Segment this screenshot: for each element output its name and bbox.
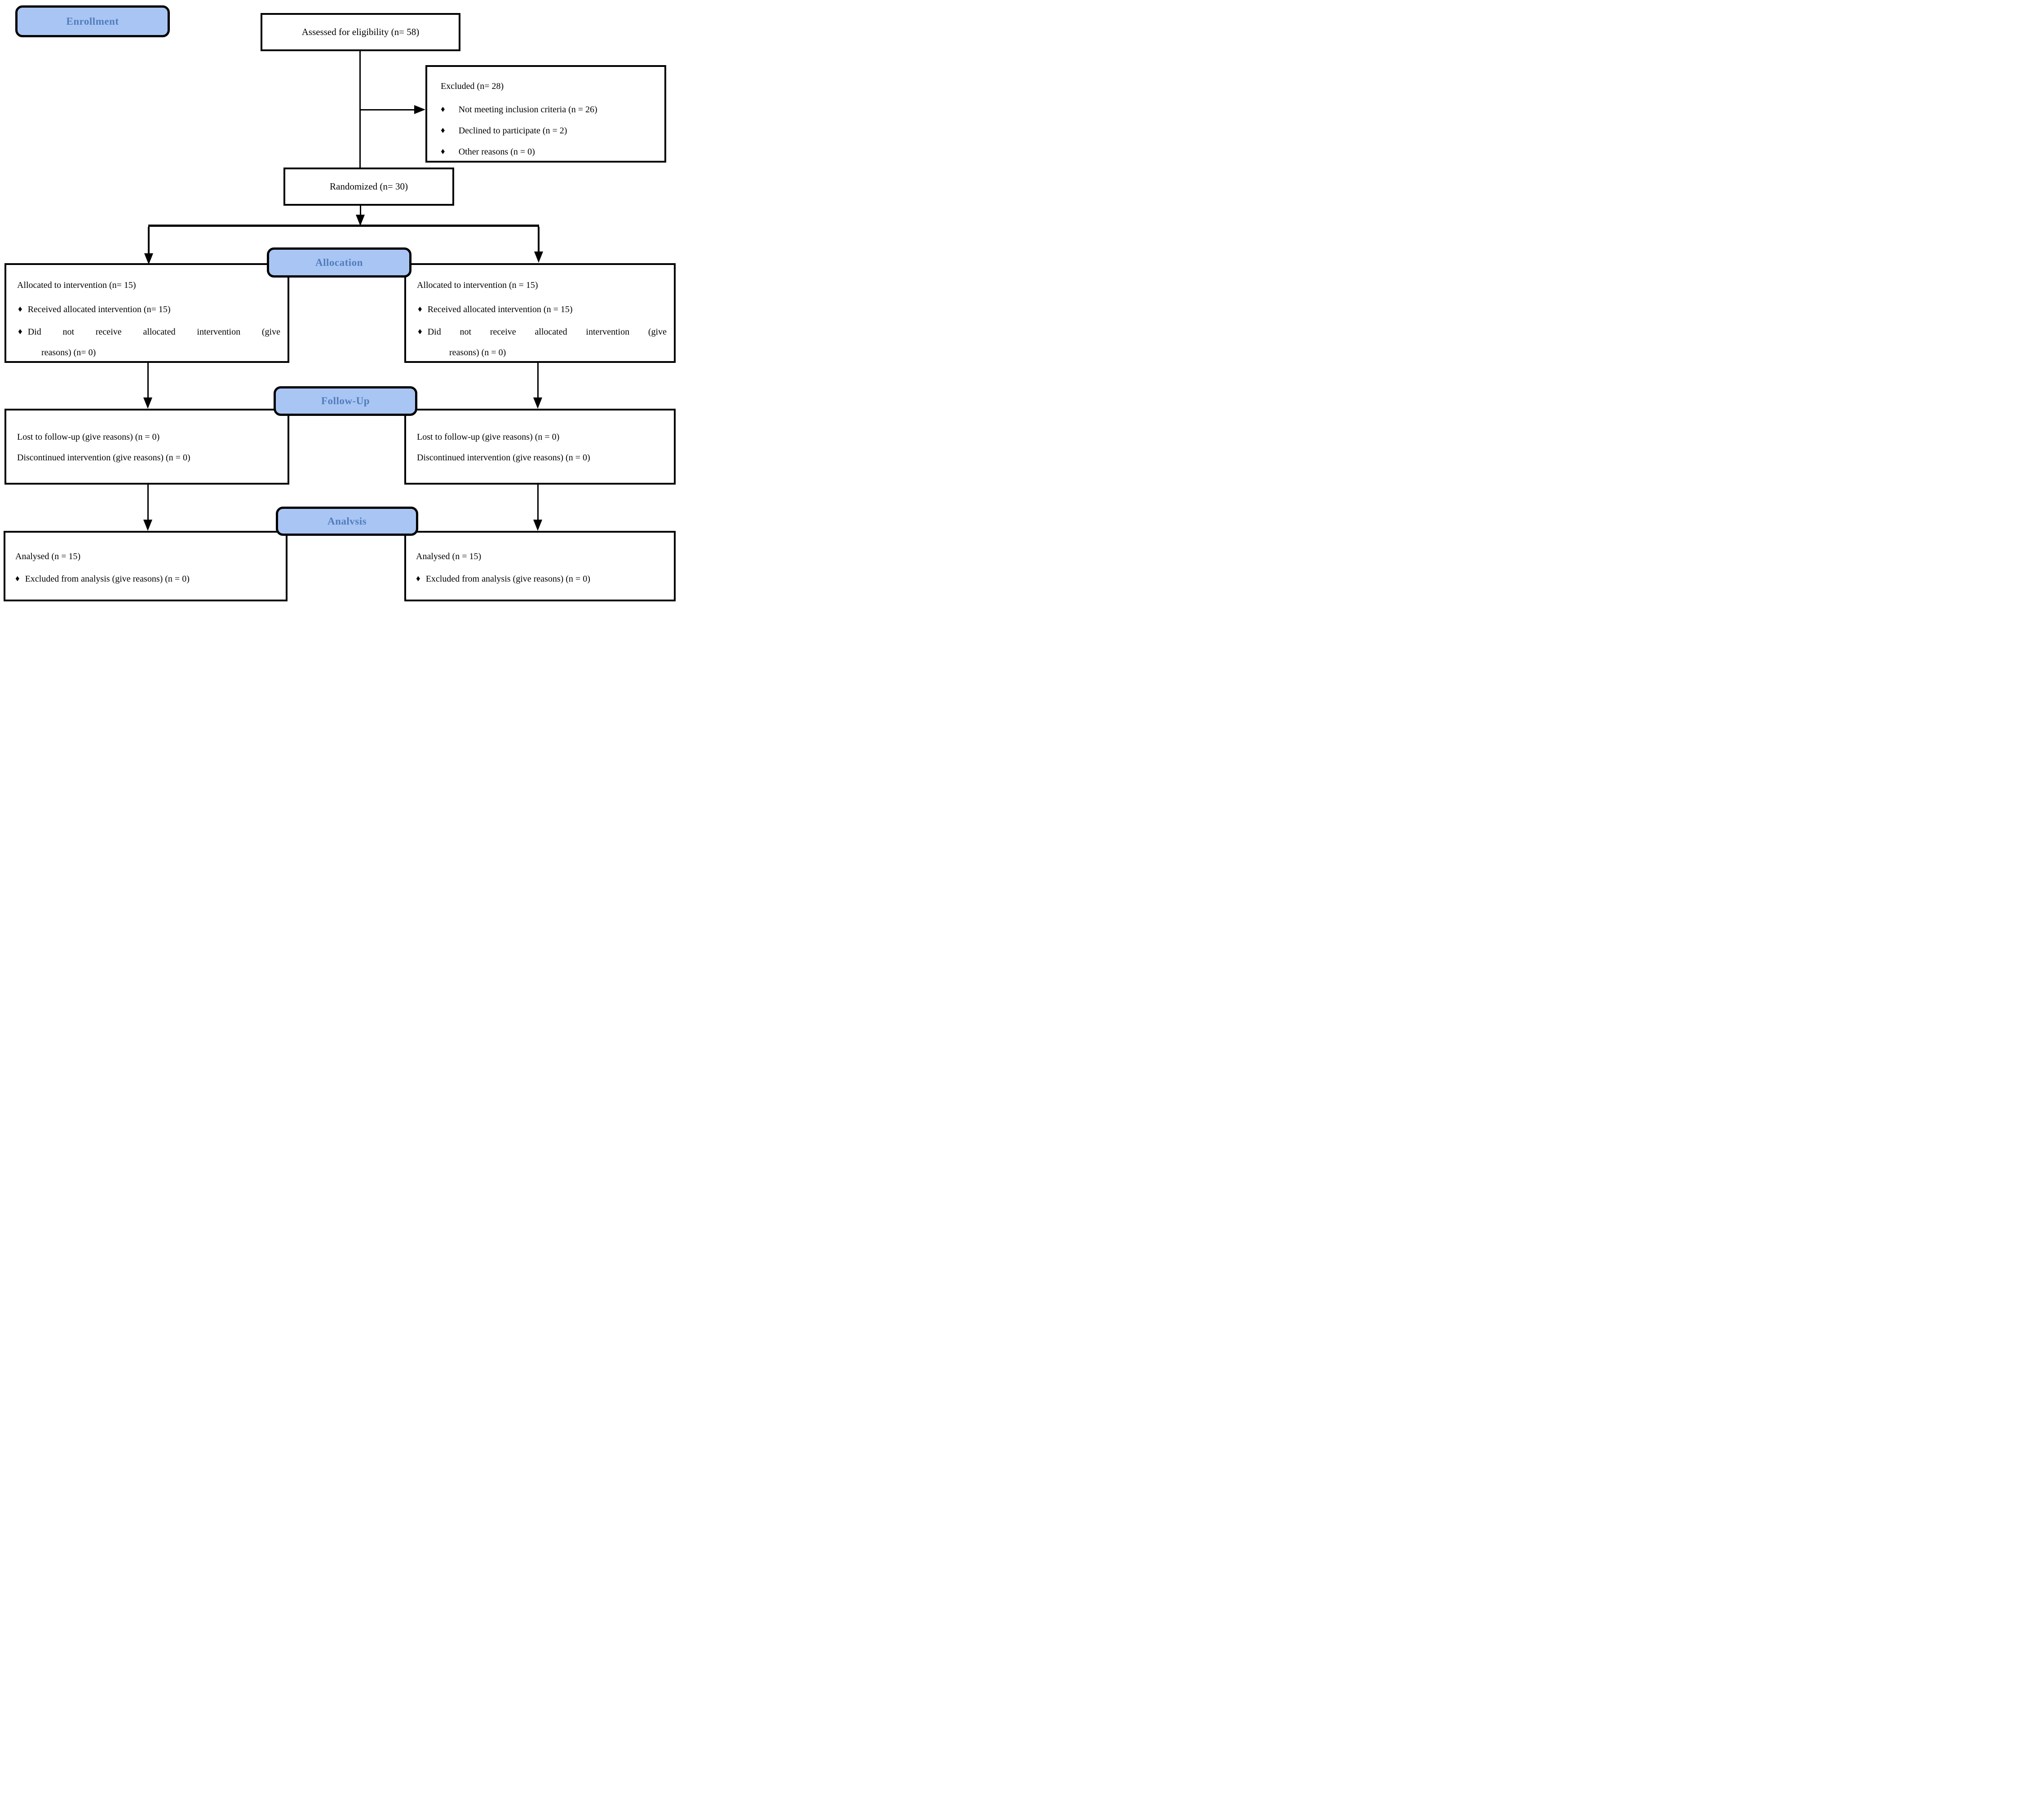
arrowhead-alloc-right	[534, 252, 543, 263]
allocated-right-bullet1-text: Received allocated intervention (n = 15)	[427, 305, 573, 314]
analysis-left-bullet-text: Excluded from analysis (give reasons) (n…	[25, 574, 190, 584]
diamond-bullet-icon: ♦	[441, 105, 445, 114]
stage-label-allocation-text: Allocation	[315, 256, 363, 268]
allocated-left-bullet1: ♦ Received allocated intervention (n= 15…	[18, 305, 280, 315]
stage-label-allocation: Allocation	[267, 247, 411, 278]
followup-right-line2: Discontinued intervention (give reasons)…	[417, 453, 590, 463]
connector-split-left	[148, 227, 150, 255]
allocated-left-title: Allocated to intervention (n= 15)	[17, 280, 136, 290]
diamond-bullet-icon: ♦	[441, 147, 445, 156]
connector-split-right	[538, 227, 540, 253]
connector-alloc-followup-left	[147, 363, 149, 399]
arrowhead-excluded	[414, 105, 425, 114]
allocated-left-bullet2-cont: reasons) (n= 0)	[41, 348, 96, 357]
diamond-bullet-icon: ♦	[15, 574, 20, 583]
diamond-bullet-icon: ♦	[18, 305, 22, 314]
box-assessed: Assessed for eligibility (n= 58)	[261, 13, 460, 51]
stage-label-followup: Follow-Up	[274, 386, 417, 416]
analysis-left-title: Analysed (n = 15)	[15, 552, 81, 561]
arrowhead-followup-right	[533, 397, 542, 409]
followup-left-line2: Discontinued intervention (give reasons)…	[17, 453, 190, 463]
excluded-item: ♦ Other reasons (n = 0)	[441, 147, 658, 157]
allocated-left-bullet2-text: Did not receive allocated intervention (…	[27, 327, 280, 337]
diamond-bullet-icon: ♦	[441, 126, 445, 135]
diamond-bullet-icon: ♦	[18, 327, 22, 336]
connector-randomized-split	[360, 205, 361, 216]
diamond-bullet-icon: ♦	[418, 305, 422, 314]
followup-left-line1: Lost to follow-up (give reasons) (n = 0)	[17, 432, 160, 442]
arrowhead-analysis-left	[143, 520, 152, 531]
arrowhead-alloc-left	[144, 253, 153, 265]
excluded-item: ♦ Not meeting inclusion criteria (n = 26…	[441, 105, 658, 115]
analysis-right-bullet: ♦ Excluded from analysis (give reasons) …	[416, 574, 668, 584]
allocated-right-bullet2-cont: reasons) (n = 0)	[449, 348, 506, 357]
allocated-right-bullet2-text: Did not receive allocated intervention (…	[427, 327, 667, 337]
box-excluded: Excluded (n= 28) ♦ Not meeting inclusion…	[425, 65, 666, 163]
excluded-item-text: Not meeting inclusion criteria (n = 26)	[458, 105, 597, 115]
analysis-right-bullet-text: Excluded from analysis (give reasons) (n…	[425, 574, 590, 584]
assessed-text: Assessed for eligibility (n= 58)	[301, 26, 420, 37]
stage-label-enrollment-text: Enrollment	[66, 15, 119, 27]
connector-followup-analysis-right	[537, 485, 539, 521]
analysis-right-title: Analysed (n = 15)	[416, 552, 482, 561]
excluded-item-text: Other reasons (n = 0)	[458, 147, 535, 157]
box-randomized: Randomized (n= 30)	[283, 168, 454, 206]
stage-label-enrollment: Enrollment	[15, 5, 170, 37]
diamond-bullet-icon: ♦	[418, 327, 422, 336]
connector-branch-excluded	[359, 109, 416, 110]
split-line	[148, 225, 539, 227]
allocated-right-bullet2: ♦ Did not receive allocated intervention…	[418, 327, 667, 337]
excluded-item-text: Declined to participate (n = 2)	[458, 126, 567, 136]
allocated-right-bullet1: ♦ Received allocated intervention (n = 1…	[418, 305, 667, 315]
analysis-left-bullet: ♦ Excluded from analysis (give reasons) …	[15, 574, 279, 584]
arrowhead-followup-left	[143, 397, 152, 409]
allocated-left-bullet2: ♦ Did not receive allocated intervention…	[18, 327, 280, 337]
box-analysis-right: Analysed (n = 15) ♦ Excluded from analys…	[404, 531, 676, 601]
stage-label-analysis: Analvsis	[276, 507, 418, 536]
stage-label-analysis-text: Analvsis	[327, 515, 367, 527]
followup-right-line1: Lost to follow-up (give reasons) (n = 0)	[417, 432, 560, 442]
connector-followup-analysis-left	[147, 485, 149, 521]
box-analysis-left: Analysed (n = 15) ♦ Excluded from analys…	[4, 531, 288, 601]
excluded-title: Excluded (n= 28)	[441, 81, 504, 91]
allocated-right-title: Allocated to intervention (n = 15)	[417, 280, 538, 290]
arrowhead-analysis-right	[533, 520, 542, 531]
consort-flow-diagram: Enrollment Allocation Follow-Up Analvsis…	[0, 0, 681, 602]
box-followup-right: Lost to follow-up (give reasons) (n = 0)…	[404, 409, 676, 485]
randomized-text: Randomized (n= 30)	[330, 181, 408, 192]
box-allocated-left: Allocated to intervention (n= 15) ♦ Rece…	[4, 263, 289, 363]
arrowhead-split	[356, 215, 365, 226]
connector-alloc-followup-right	[537, 363, 539, 399]
allocated-left-bullet1-text: Received allocated intervention (n= 15)	[27, 305, 171, 314]
diamond-bullet-icon: ♦	[416, 574, 420, 583]
box-followup-left: Lost to follow-up (give reasons) (n = 0)…	[4, 409, 289, 485]
stage-label-followup-text: Follow-Up	[321, 395, 370, 406]
box-allocated-right: Allocated to intervention (n = 15) ♦ Rec…	[404, 263, 676, 363]
excluded-item: ♦ Declined to participate (n = 2)	[441, 126, 658, 136]
